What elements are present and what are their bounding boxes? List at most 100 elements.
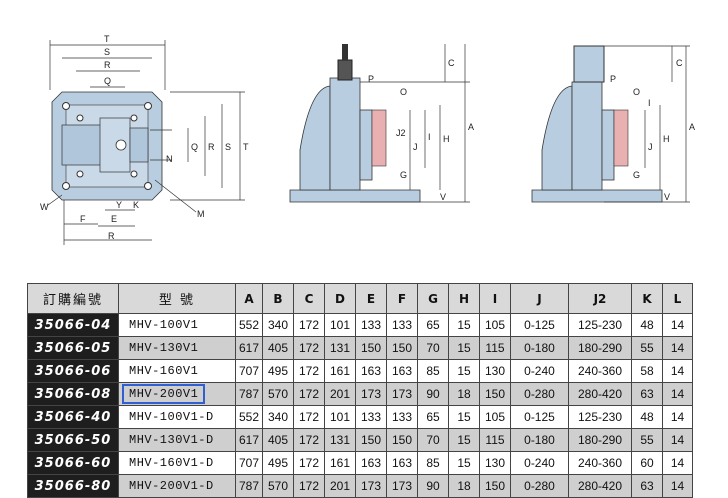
spec-value: 201 [324, 474, 356, 498]
spec-value: 130 [479, 359, 511, 383]
catalog-number: 35066-40 [27, 405, 119, 429]
spec-value: 150 [479, 382, 511, 406]
spec-value: 201 [324, 382, 356, 406]
spec-value: 173 [386, 474, 418, 498]
spec-value: 570 [262, 382, 294, 406]
dim-F: F [80, 214, 86, 224]
spec-value: 90 [417, 474, 449, 498]
spec-value: 0-180 [510, 336, 569, 360]
dim-G-2: G [633, 170, 640, 180]
spec-value: 172 [293, 405, 325, 429]
dim-I-2: I [648, 98, 651, 108]
spec-value: 65 [417, 405, 449, 429]
header-cell-5: D [324, 283, 356, 314]
spec-value: 173 [355, 474, 387, 498]
spec-value: 787 [235, 474, 263, 498]
spec-value: 15 [448, 313, 480, 337]
dim-K: K [133, 200, 139, 210]
spec-value: 150 [355, 336, 387, 360]
spec-value: 707 [235, 451, 263, 475]
spec-value: 90 [417, 382, 449, 406]
spec-value: 14 [662, 336, 693, 360]
spec-value: 240-360 [568, 359, 632, 383]
dim-P-2: P [610, 74, 616, 84]
spec-value: 280-420 [568, 382, 632, 406]
spec-value: 163 [386, 451, 418, 475]
spec-value: 180-290 [568, 336, 632, 360]
header-cell-14: L [662, 283, 693, 314]
spec-value: 495 [262, 451, 294, 475]
spec-value: 14 [662, 474, 693, 498]
spec-value: 15 [448, 359, 480, 383]
spec-value: 133 [386, 405, 418, 429]
dim-V-2: V [664, 192, 670, 202]
spec-value: 405 [262, 428, 294, 452]
spec-value: 14 [662, 359, 693, 383]
spec-value: 0-125 [510, 313, 569, 337]
dim-M: M [197, 209, 205, 219]
spec-value: 787 [235, 382, 263, 406]
spec-value: 617 [235, 336, 263, 360]
spec-value: 15 [448, 336, 480, 360]
dim-T-right: T [243, 142, 249, 152]
spec-value: 280-420 [568, 474, 632, 498]
model-number: MHV-200V1-D [118, 474, 236, 498]
spec-value: 115 [479, 428, 511, 452]
model-number: MHV-160V1-D [118, 451, 236, 475]
spec-value: 18 [448, 382, 480, 406]
spec-value: 172 [293, 313, 325, 337]
dim-G-1: G [400, 170, 407, 180]
spec-value: 133 [355, 313, 387, 337]
model-number: MHV-160V1 [118, 359, 236, 383]
spec-value: 0-280 [510, 474, 569, 498]
side-view-2: C A H J I O G P V [531, 45, 695, 203]
dim-S-right: S [225, 142, 231, 152]
spec-value: 172 [293, 336, 325, 360]
spec-value: 14 [662, 313, 693, 337]
header-cell-4: C [293, 283, 325, 314]
spec-value: 85 [417, 451, 449, 475]
header-cell-9: H [448, 283, 480, 314]
dim-Q-top: Q [104, 76, 111, 86]
catalog-number: 35066-05 [27, 336, 119, 360]
catalog-number: 35066-80 [27, 474, 119, 498]
spec-value: 55 [631, 428, 663, 452]
spec-value: 70 [417, 428, 449, 452]
header-cell-1: 型 號 [118, 283, 236, 314]
spec-value: 63 [631, 474, 663, 498]
spec-value: 131 [324, 336, 356, 360]
spec-value: 130 [479, 451, 511, 475]
spec-value: 70 [417, 336, 449, 360]
side-view-1: C A H I J J2 P O G V [289, 44, 474, 203]
dim-Y: Y [116, 200, 122, 210]
dim-V-1: V [440, 192, 446, 202]
dim-R-top: R [104, 60, 111, 70]
spec-value: 617 [235, 428, 263, 452]
dim-T-top: T [104, 34, 110, 44]
spec-value: 150 [479, 474, 511, 498]
spec-value: 150 [386, 336, 418, 360]
spec-value: 161 [324, 359, 356, 383]
spec-value: 163 [386, 359, 418, 383]
spec-value: 172 [293, 382, 325, 406]
spec-value: 150 [386, 428, 418, 452]
spec-value: 180-290 [568, 428, 632, 452]
dim-H-1: H [443, 134, 450, 144]
dim-Q-right: Q [191, 142, 198, 152]
header-cell-6: E [355, 283, 387, 314]
catalog-number: 35066-06 [27, 359, 119, 383]
dim-J-2: J [648, 142, 653, 152]
spec-value: 131 [324, 428, 356, 452]
spec-value: 125-230 [568, 405, 632, 429]
spec-value: 163 [355, 451, 387, 475]
technical-drawing: T S R Q T S R Q N [40, 34, 695, 245]
spec-value: 48 [631, 313, 663, 337]
header-cell-13: K [631, 283, 663, 314]
spec-value: 405 [262, 336, 294, 360]
spec-value: 552 [235, 405, 263, 429]
top-view: T S R Q T S R Q N [40, 34, 249, 245]
